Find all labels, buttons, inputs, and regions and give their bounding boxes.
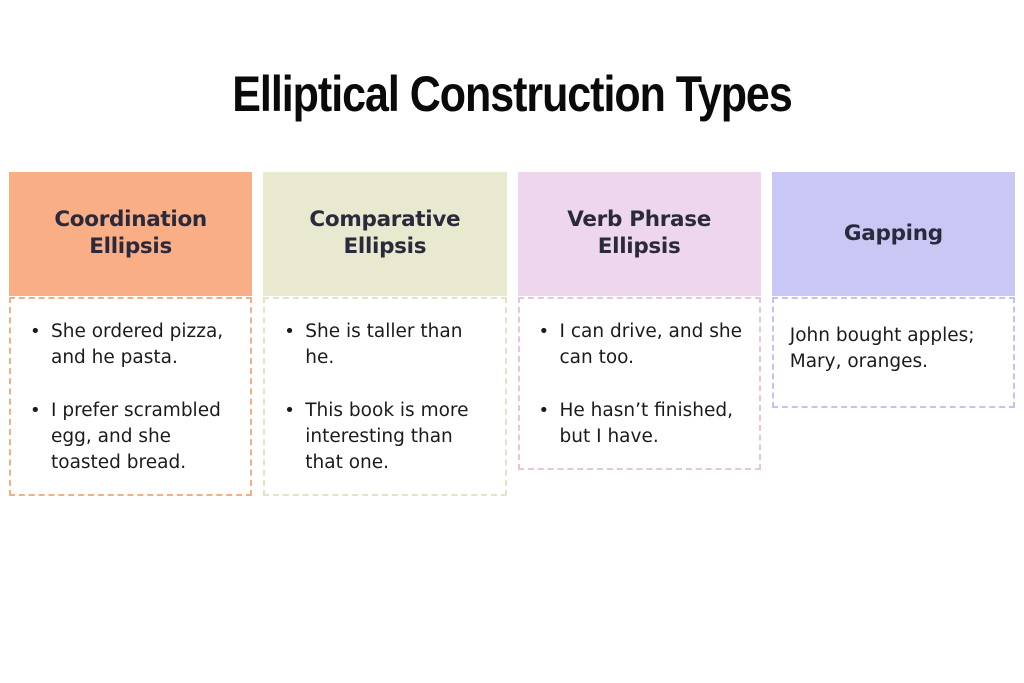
list-item: • She ordered pizza, and he pasta. <box>30 319 234 372</box>
list-item: • I can drive, and she can too. <box>539 319 743 372</box>
column-header-comparative-ellipsis: Comparative Ellipsis <box>263 172 507 296</box>
column-header-gapping: Gapping <box>771 172 1015 296</box>
bullet-icon: • <box>284 399 295 421</box>
example-list: • I can drive, and she can too. • He has… <box>532 319 743 450</box>
list-item-text: He hasn’t finished, but I have. <box>559 399 734 447</box>
list-item: • He hasn’t finished, but I have. <box>539 398 743 451</box>
bullet-icon: • <box>538 399 550 421</box>
category-column-comparative-ellipsis: Comparative Ellipsis • She is taller tha… <box>263 172 507 497</box>
category-column-gapping: Gapping John bought apples; Mary, orange… <box>771 172 1015 408</box>
list-item-text: She is taller than he. <box>305 321 463 369</box>
bullet-icon: • <box>284 321 295 342</box>
bullet-icon: • <box>30 399 41 421</box>
list-item: • This book is more interesting than tha… <box>284 398 488 477</box>
list-item: • I prefer scrambled egg, and she toaste… <box>30 398 234 477</box>
example-list: • She is taller than he. • This book is … <box>277 319 488 476</box>
list-item-text: This book is more interesting than that … <box>305 399 469 474</box>
column-body-verb-phrase-ellipsis: • I can drive, and she can too. • He has… <box>517 297 761 471</box>
example-list: • She ordered pizza, and he pasta. • I p… <box>23 319 234 476</box>
column-body-coordination-ellipsis: • She ordered pizza, and he pasta. • I p… <box>9 297 253 497</box>
category-column-coordination-ellipsis: Coordination Ellipsis • She ordered pizz… <box>9 172 253 497</box>
column-body-gapping: John bought apples; Mary, oranges. <box>771 297 1015 408</box>
list-item: • She is taller than he. <box>284 319 488 372</box>
list-item-text: I can drive, and she can too. <box>559 321 742 369</box>
list-item-text: I prefer scrambled egg, and she toasted … <box>51 399 221 474</box>
column-header-verb-phrase-ellipsis: Verb Phrase Ellipsis <box>517 172 761 296</box>
column-header-coordination-ellipsis: Coordination Ellipsis <box>9 172 253 296</box>
bullet-icon: • <box>30 321 41 342</box>
page-title: Elliptical Construction Types <box>232 66 792 122</box>
bullet-icon: • <box>538 321 550 342</box>
example-text: John bought apples; Mary, oranges. <box>789 325 975 373</box>
column-body-comparative-ellipsis: • She is taller than he. • This book is … <box>263 297 507 497</box>
list-item-text: She ordered pizza, and he pasta. <box>51 321 224 369</box>
category-column-verb-phrase-ellipsis: Verb Phrase Ellipsis • I can drive, and … <box>517 172 761 471</box>
category-columns: Coordination Ellipsis • She ordered pizz… <box>9 172 1015 497</box>
